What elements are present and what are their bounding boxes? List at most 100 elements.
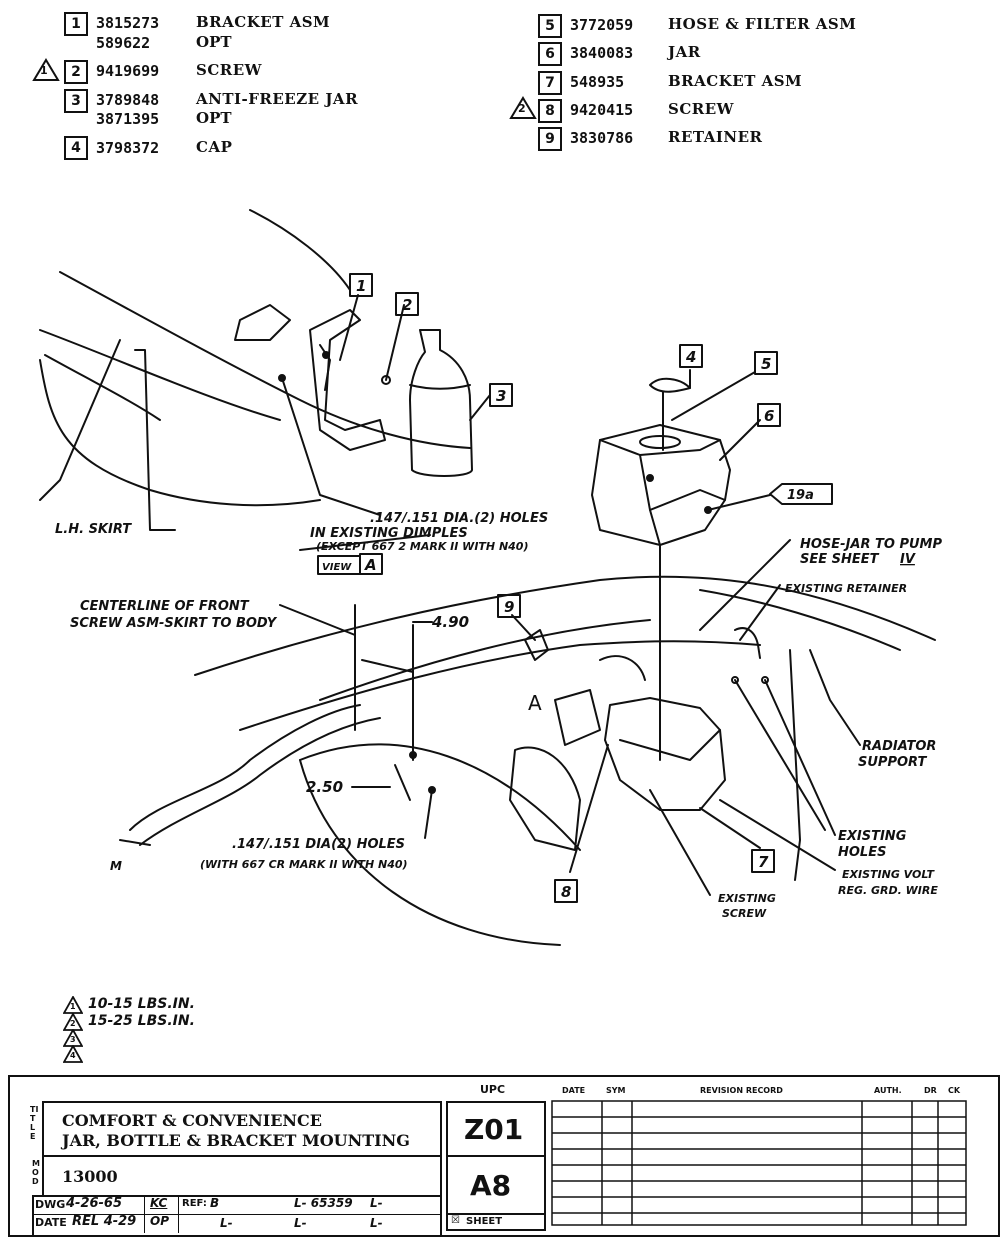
holes-mark2-line1: .147/.151 DIA(2) HOLES [232, 837, 405, 852]
ref-label: REF: [182, 1198, 207, 1209]
existing-screw-line2: SCREW [722, 907, 767, 920]
callout-1-leader [339, 294, 359, 361]
callout-8-leader [569, 744, 609, 873]
dwg-date-divider [32, 1214, 442, 1215]
existing-holes-leader [764, 679, 836, 836]
holes-mark2-line2: (WITH 667 CR MARK II WITH N40) [200, 858, 408, 871]
wheelhouse-curve [39, 359, 321, 507]
mod-side-label: MOD [32, 1159, 40, 1186]
rev-header-date: DATE [562, 1086, 586, 1095]
radiator-top-line [699, 589, 901, 651]
callout-9-label: 9 [504, 598, 514, 616]
bracket-asm-shape [309, 309, 386, 451]
retainer-shape [524, 629, 549, 661]
torque-label: 2 [70, 1019, 76, 1028]
part-description: SCREW [196, 61, 263, 79]
part-description: JAR [668, 43, 701, 61]
hole-point [761, 676, 769, 684]
upc-value: Z01 [464, 1113, 524, 1146]
skirt-flange-lower [139, 717, 381, 846]
part-alt-number: 589622 [96, 34, 151, 52]
existing-screw-leader [649, 789, 711, 896]
view-a-leader [299, 534, 431, 551]
bottle-band [409, 384, 471, 390]
existing-holes-line1: EXISTING [838, 829, 907, 844]
part-description: RETAINER [668, 128, 763, 146]
warning-triangle-icon [509, 96, 537, 119]
part-index-box: 9 [538, 127, 562, 151]
part-index-box: 7 [538, 71, 562, 95]
callout-5-leader [671, 371, 756, 421]
part-number: 3772059 [570, 16, 634, 34]
anti-freeze-bottle-shape [409, 329, 473, 477]
jar-edge [649, 489, 726, 511]
jar-top-edge [599, 439, 721, 456]
holes-existing-line2: IN EXISTING DIMPLES [310, 526, 468, 541]
existing-screw-line1: EXISTING [718, 892, 776, 905]
callout-6-label: 6 [764, 407, 774, 425]
existing-volt-line2: REG. GRD. WIRE [838, 884, 938, 897]
part-number: 548935 [570, 73, 625, 91]
existing-retainer-label: EXISTING RETAINER [785, 582, 907, 595]
rev-header-auth: AUTH. [874, 1086, 902, 1095]
bracket-detail-a [554, 689, 601, 746]
l-value: L- [370, 1216, 383, 1230]
date-value: REL 4-29 [72, 1214, 137, 1229]
callout-box-7: 7 [751, 849, 775, 873]
part-number: 3798372 [96, 139, 160, 157]
rev-header-dr: DR [924, 1086, 937, 1095]
rev-header-ck: CK [948, 1086, 961, 1095]
part-index-box: 8 [538, 99, 562, 123]
lh-skirt-label: L.H. SKIRT [55, 522, 132, 537]
callout-7-leader [699, 807, 761, 849]
part-index-box: 4 [64, 136, 88, 160]
title-line2: JAR, BOTTLE & BRACKET MOUNTING [62, 1131, 410, 1150]
dwg-label: DWG [35, 1198, 66, 1211]
letter-m: M [110, 859, 122, 873]
bracket-tab-shape [234, 304, 291, 341]
callout-2-leader [385, 304, 405, 381]
title-line1: COMFORT & CONVENIENCE [62, 1111, 322, 1130]
ref-19a-box [769, 483, 833, 505]
callout-box-6: 6 [757, 403, 781, 427]
hose-jar-sheet: IV [900, 552, 916, 567]
torque-label: 1 [70, 1002, 76, 1011]
part-index-box: 3 [64, 89, 88, 113]
hole-point [409, 751, 417, 759]
fender-edge-line [59, 271, 471, 449]
revision-record-grid [551, 1100, 967, 1226]
holes-mark2-leader [424, 789, 433, 839]
part-alt-description: OPT [196, 109, 232, 127]
callout-3-leader [469, 394, 491, 421]
callout-3-label: 3 [496, 387, 506, 405]
dimension-250-line [394, 764, 411, 801]
radiator-line1: RADIATOR [862, 739, 936, 754]
bracket-7-shape [604, 697, 726, 811]
bracket-detail [319, 344, 331, 391]
wheel-arch-lower [299, 759, 561, 946]
holes-existing-line1: .147/.151 DIA.(2) HOLES [370, 511, 548, 526]
callout-box-3: 3 [489, 383, 513, 407]
dwg-initials: KC [150, 1196, 168, 1210]
skirt-flange-upper [129, 704, 361, 831]
warning-triangle-icon [63, 1045, 83, 1063]
dimension-250-label: 2.50 [306, 778, 343, 796]
sheet-value: A8 [470, 1169, 512, 1202]
torque-text: 15-25 LBS.IN. [88, 1013, 195, 1029]
body-rail-mid [319, 619, 651, 701]
existing-holes-line2: HOLES [838, 845, 886, 860]
title-side-label: TITLE [30, 1105, 39, 1141]
warning-label: 2 [518, 102, 526, 115]
callout-box-1: 1 [349, 273, 373, 297]
l-value: L- 65359 [294, 1196, 353, 1210]
sheet-check-icon: ☒ [451, 1215, 460, 1226]
radiator-support-line [789, 649, 801, 881]
section-a-label: A [528, 691, 542, 715]
part-index-box: 2 [64, 60, 88, 84]
ref-value: B [210, 1196, 220, 1210]
part-number: 3830786 [570, 129, 634, 147]
existing-holes-leader [734, 679, 826, 831]
part-alt-number: 3871395 [96, 110, 160, 128]
part-description: ANTI-FREEZE JAR [196, 90, 359, 108]
part-description: BRACKET ASM [668, 72, 803, 90]
